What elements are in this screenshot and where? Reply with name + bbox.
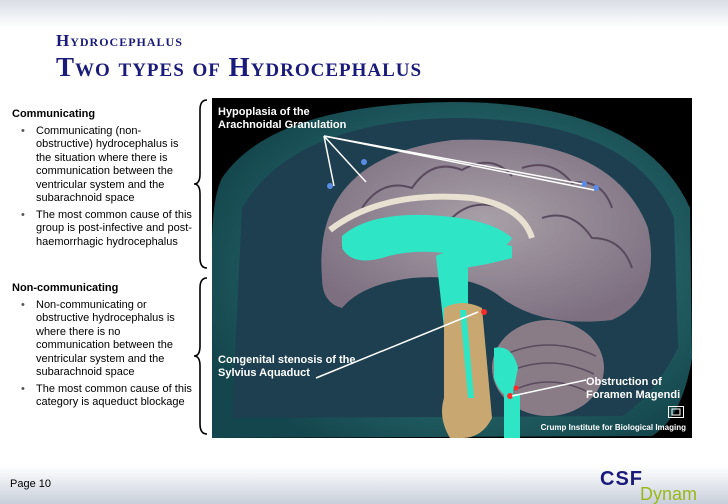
top-banner — [0, 0, 728, 28]
slide-title: Two types of Hydrocephalus — [56, 52, 423, 82]
label-foramen-magendi: Obstruction of Foramen Magendi — [586, 376, 681, 401]
noncommunicating-section: Non-communicating •Non-communicating or … — [12, 282, 192, 410]
image-credit: Crump Institute for Biological Imaging — [540, 423, 686, 432]
brand-logo-tail: Dynam — [640, 484, 698, 504]
pointer-lines — [315, 135, 595, 397]
brand-logo: CSF — [600, 468, 643, 490]
noncommunicating-heading: Non-communicating — [12, 282, 119, 294]
bottom-banner — [0, 466, 728, 504]
communicating-heading: Communicating — [12, 108, 96, 120]
brace-icon — [193, 99, 208, 269]
list-item: •Communicating (non-obstructive) hydroce… — [21, 124, 179, 205]
list-item: •The most common cause of this category … — [21, 382, 192, 409]
film-icon — [668, 406, 684, 418]
list-item: •The most common cause of this group is … — [21, 208, 192, 248]
page-number: Page 10 — [10, 478, 51, 490]
brain-illustration: Hypoplasia of the Arachnoidal Granulatio… — [212, 98, 692, 438]
communicating-section: Communicating •Communicating (non-obstru… — [12, 108, 192, 249]
bullet-icon: • — [21, 382, 25, 395]
bullet-icon: • — [21, 124, 25, 137]
label-aqueduct-stenosis: Congenital stenosis of the Sylvius Aquad… — [218, 354, 356, 379]
bullet-icon: • — [21, 298, 25, 311]
brace-icon — [193, 277, 208, 435]
slide-subtitle: Hydrocephalus — [56, 31, 183, 50]
bullet-icon: • — [21, 208, 25, 221]
brain-drawing — [212, 102, 692, 438]
list-item: •Non-communicating or obstructive hydroc… — [21, 298, 175, 379]
label-hypoplasia: Hypoplasia of the Arachnoidal Granulatio… — [218, 106, 347, 131]
